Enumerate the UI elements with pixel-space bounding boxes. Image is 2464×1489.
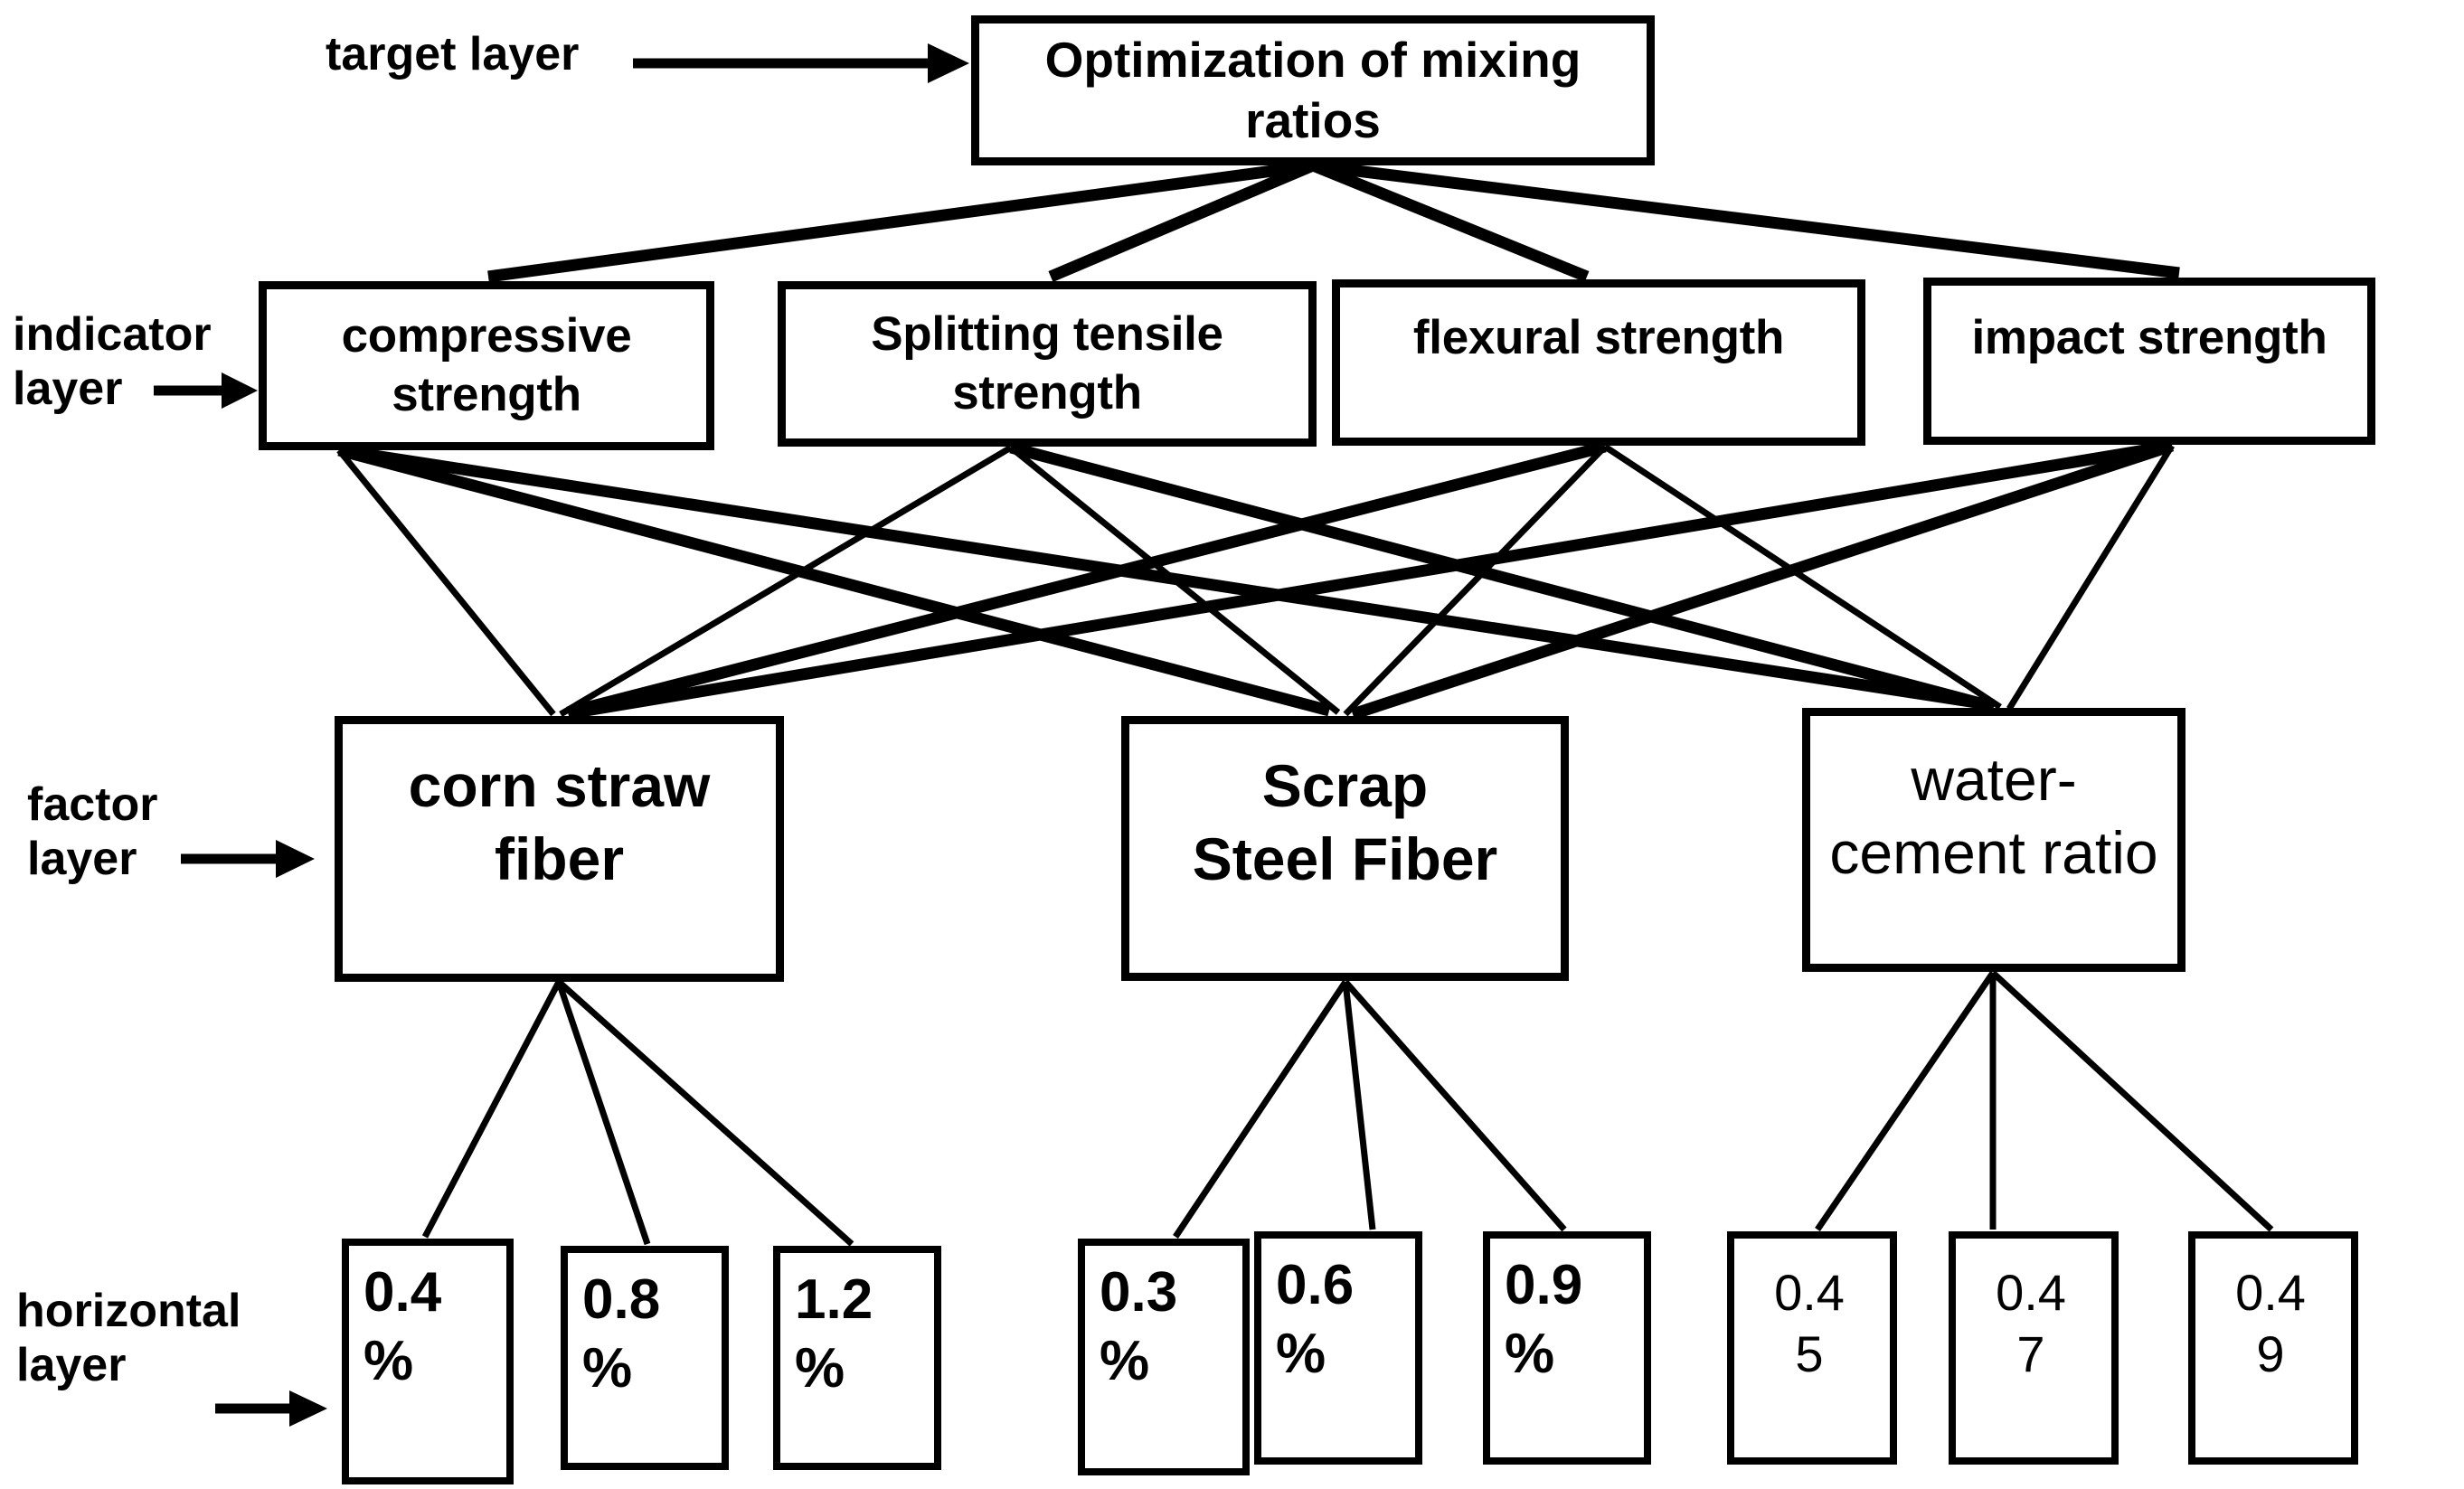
indicator-node-label: flexural strength bbox=[1412, 311, 1785, 364]
factor-node-scrap-steel-fiber[interactable]: Scrap Steel Fiber bbox=[1121, 716, 1569, 981]
factor-node-water-cement-ratio[interactable]: water- cement ratio bbox=[1802, 708, 2186, 972]
horizontal-node-wc-047[interactable]: 0.4 7 bbox=[1949, 1231, 2119, 1465]
layer-label-indicator: indicator layer bbox=[13, 308, 212, 416]
layer-label-target: target layer bbox=[326, 28, 580, 80]
factor-node-corn-straw-fiber[interactable]: corn straw fiber bbox=[335, 716, 784, 982]
target-node-optimization[interactable]: Optimization of mixing ratios bbox=[971, 15, 1655, 165]
edges-indicator-to-factor bbox=[336, 439, 2175, 721]
horizontal-node-ssf-09[interactable]: 0.9 % bbox=[1483, 1231, 1651, 1465]
indicator-node-splitting-tensile-strength[interactable]: Splitting tensile strength bbox=[778, 281, 1317, 447]
layer-label-factor: factor layer bbox=[27, 778, 158, 886]
horizontal-node-ssf-06[interactable]: 0.6 % bbox=[1254, 1231, 1422, 1465]
horizontal-node-label: 0.4 % bbox=[363, 1261, 442, 1392]
horizontal-node-ssf-03[interactable]: 0.3 % bbox=[1078, 1239, 1250, 1475]
indicator-node-impact-strength[interactable]: impact strength bbox=[1923, 278, 2375, 445]
factor-node-label: Scrap Steel Fiber bbox=[1192, 752, 1498, 892]
horizontal-node-label: 0.8 % bbox=[582, 1268, 661, 1399]
horizontal-node-label: 0.6 % bbox=[1276, 1254, 1355, 1385]
horizontal-node-label: 0.4 7 bbox=[1996, 1264, 2066, 1383]
edges-target-to-indicator bbox=[487, 159, 2180, 283]
horizontal-node-label: 0.9 % bbox=[1505, 1254, 1583, 1385]
layer-label-horizontal: horizontal layer bbox=[16, 1285, 241, 1392]
horizontal-node-label: 0.4 9 bbox=[2235, 1264, 2306, 1383]
horizontal-node-label: 0.4 5 bbox=[1774, 1264, 1845, 1383]
indicator-node-compressive-strength[interactable]: compressive strength bbox=[259, 281, 714, 450]
horizontal-node-wc-049[interactable]: 0.4 9 bbox=[2188, 1231, 2358, 1465]
horizontal-node-label: 0.3 % bbox=[1100, 1261, 1178, 1392]
indicator-node-flexural-strength[interactable]: flexural strength bbox=[1332, 279, 1865, 446]
edges-factor-to-horizontal bbox=[421, 970, 2274, 1247]
horizontal-node-csf-04[interactable]: 0.4 % bbox=[342, 1239, 514, 1484]
indicator-node-label: compressive strength bbox=[341, 308, 632, 421]
horizontal-node-csf-12[interactable]: 1.2 % bbox=[773, 1246, 941, 1470]
horizontal-node-label: 1.2 % bbox=[795, 1268, 873, 1399]
indicator-node-label: Splitting tensile strength bbox=[871, 306, 1223, 419]
horizontal-node-wc-045[interactable]: 0.4 5 bbox=[1727, 1231, 1897, 1465]
target-node-label: Optimization of mixing ratios bbox=[1044, 31, 1581, 148]
factor-node-label: water- cement ratio bbox=[1829, 746, 2158, 886]
indicator-node-label: impact strength bbox=[1971, 311, 2327, 364]
factor-node-label: corn straw fiber bbox=[408, 752, 711, 892]
horizontal-node-csf-08[interactable]: 0.8 % bbox=[561, 1246, 729, 1470]
